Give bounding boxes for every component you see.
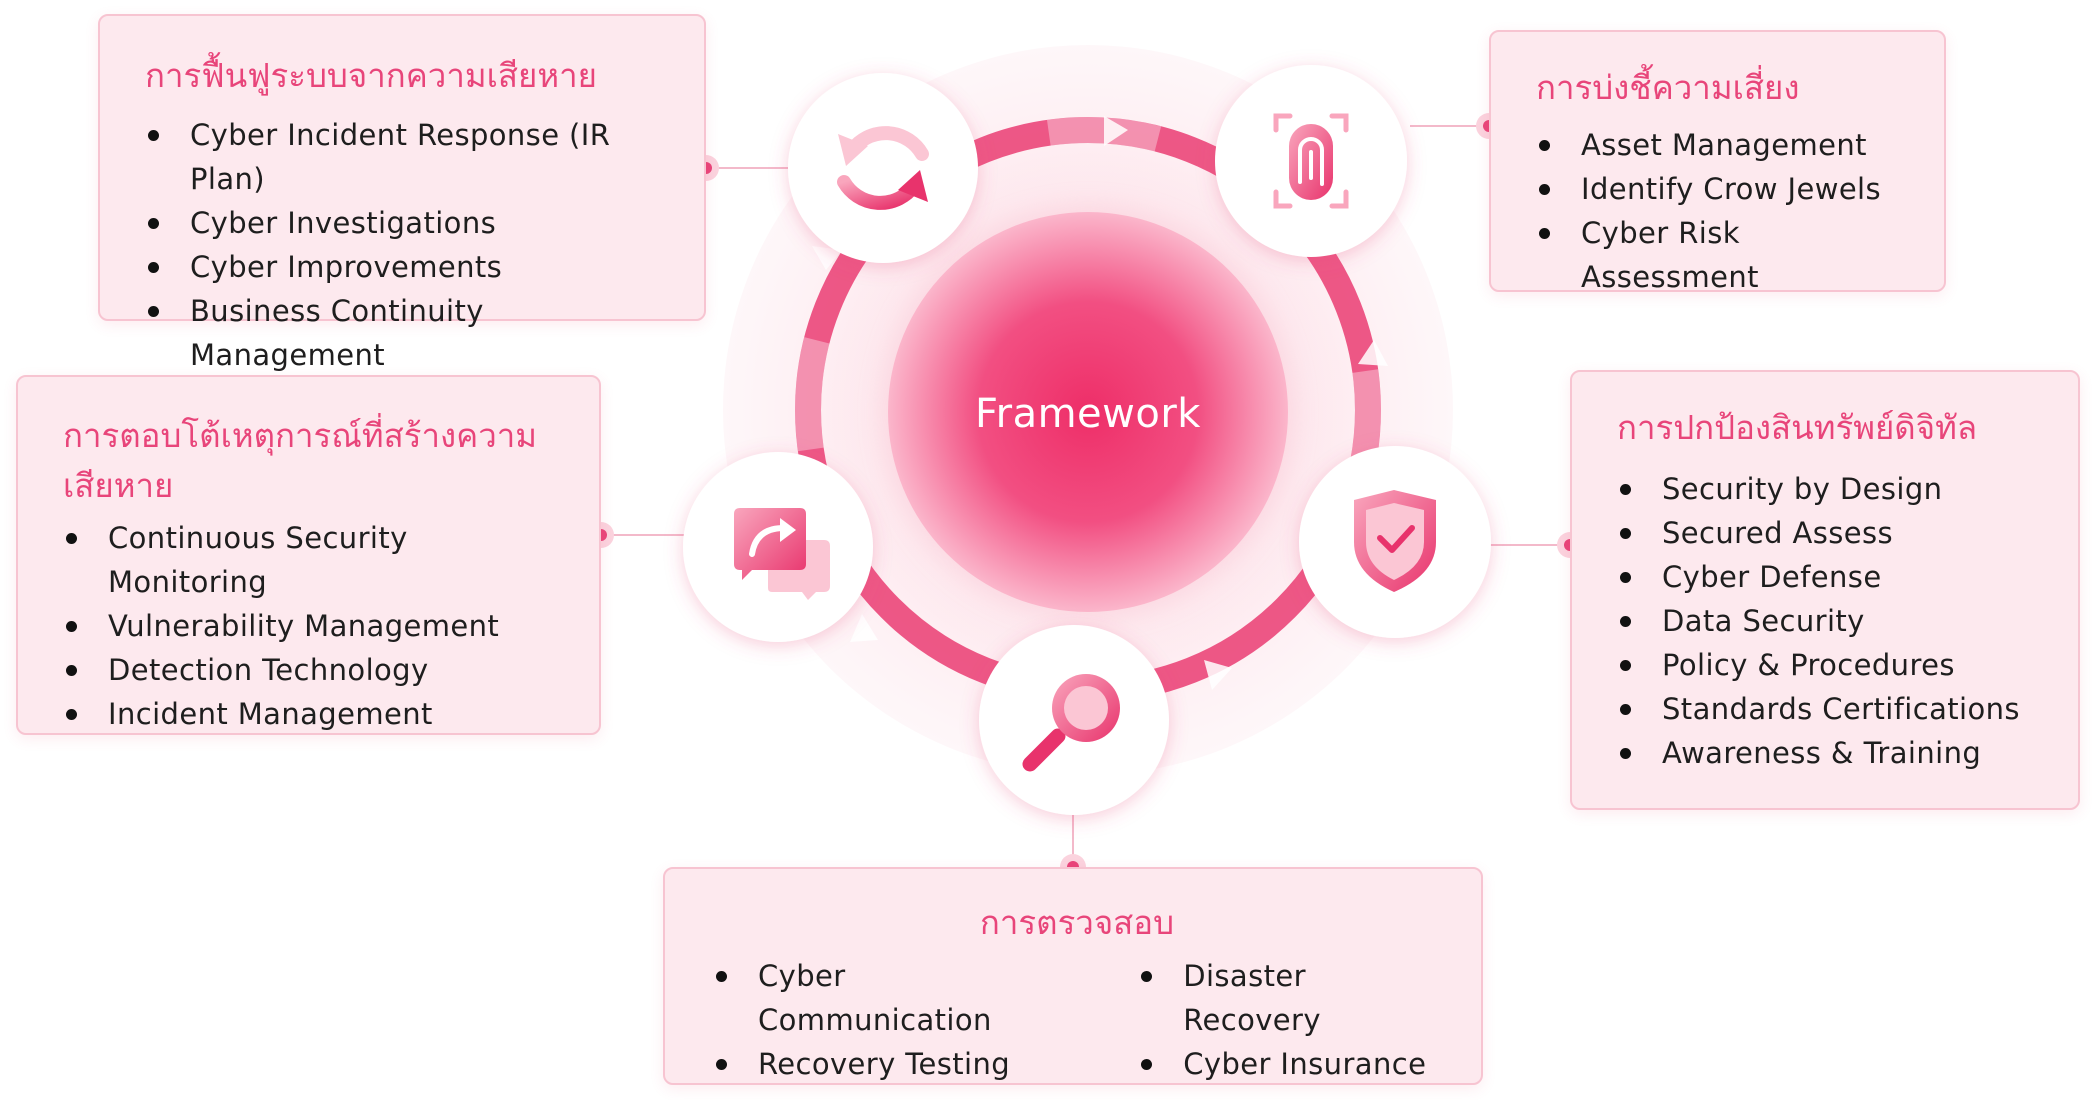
- protect-title: การปกป้องสินทรัพย์ดิจิทัล: [1617, 408, 1978, 447]
- respond-box: การตอบโต้เหตุการณ์ที่สร้างความ เสียหาย C…: [16, 375, 601, 735]
- recover-box: การฟื้นฟูระบบจากความเสียหาย Cyber Incide…: [98, 14, 706, 372]
- list-item: Continuous Security Monitoring: [63, 516, 563, 604]
- list-item: Cyber Incident Response (IR Plan): [145, 113, 664, 201]
- connector-lines: [601, 125, 1570, 867]
- framework-label: Framework: [975, 391, 1201, 437]
- list-item: Cyber Investigations: [145, 201, 664, 245]
- node-identify[interactable]: [1215, 65, 1407, 257]
- shield-check-icon: [1354, 490, 1436, 592]
- list-item: Asset Management: [1536, 123, 1904, 167]
- list-item: Secured Assess: [1617, 511, 2042, 555]
- detect-columns: Cyber Communication Recovery Testing Dis…: [713, 954, 1441, 1086]
- protect-list: Security by Design Secured Assess Cyber …: [1617, 467, 2042, 775]
- list-item: Incident Management: [63, 692, 563, 736]
- node-protect[interactable]: [1299, 446, 1491, 638]
- detect-list-left: Cyber Communication Recovery Testing: [713, 954, 1078, 1086]
- respond-title: การตอบโต้เหตุการณ์ที่สร้างความ เสียหาย: [63, 411, 563, 510]
- node-respond[interactable]: [683, 452, 873, 642]
- fingerprint-icon: [1273, 113, 1349, 209]
- sync-arrows-icon: [837, 126, 929, 210]
- list-item: Disaster Recovery: [1138, 954, 1441, 1042]
- list-item: Awareness & Training: [1617, 731, 2042, 775]
- protect-box: การปกป้องสินทรัพย์ดิจิทัล Security by De…: [1570, 370, 2080, 810]
- identify-title: การบ่งชี้ความเสี่ยง: [1536, 68, 1800, 107]
- ring-arrowheads: [812, 116, 1388, 690]
- list-item: Recovery Testing: [713, 1042, 1078, 1086]
- detect-list-right: Disaster Recovery Cyber Insurance: [1138, 954, 1441, 1086]
- list-item: Detection Technology: [63, 648, 563, 692]
- list-item: Cyber Improvements: [145, 245, 664, 289]
- recover-list: Cyber Incident Response (IR Plan) Cyber …: [145, 113, 664, 377]
- respond-title-line1: การตอบโต้เหตุการณ์ที่สร้างความ: [63, 416, 538, 455]
- identify-box: การบ่งชี้ความเสี่ยง Asset Management Ide…: [1489, 30, 1946, 294]
- list-item: Vulnerability Management: [63, 604, 563, 648]
- detect-box: การตรวจสอบ Cyber Communication Recovery …: [663, 867, 1483, 1085]
- list-item: Cyber Communication: [713, 954, 1078, 1042]
- respond-title-line2: เสียหาย: [63, 465, 174, 505]
- list-item: Identify Crow Jewels: [1536, 167, 1904, 211]
- respond-list: Continuous Security Monitoring Vulnerabi…: [63, 516, 563, 736]
- list-item: Data Security: [1617, 599, 2042, 643]
- chat-share-icon: [734, 508, 830, 600]
- list-item: Cyber Insurance: [1138, 1042, 1441, 1086]
- magnifier-icon: [1022, 674, 1120, 772]
- list-item: Policy & Procedures: [1617, 643, 2042, 687]
- node-recover[interactable]: [788, 73, 978, 263]
- recover-title: การฟื้นฟูระบบจากความเสียหาย: [145, 56, 597, 95]
- list-item: Cyber Defense: [1617, 555, 2042, 599]
- list-item: Business Continuity Management: [145, 289, 664, 377]
- list-item: Cyber Risk Assessment: [1536, 211, 1904, 299]
- center-circle: [888, 212, 1288, 612]
- list-item: Standards Certifications: [1617, 687, 2042, 731]
- node-detect[interactable]: [979, 625, 1169, 815]
- list-item: Security by Design: [1617, 467, 2042, 511]
- detect-title: การตรวจสอบ: [979, 903, 1175, 942]
- identify-list: Asset Management Identify Crow Jewels Cy…: [1536, 123, 1904, 299]
